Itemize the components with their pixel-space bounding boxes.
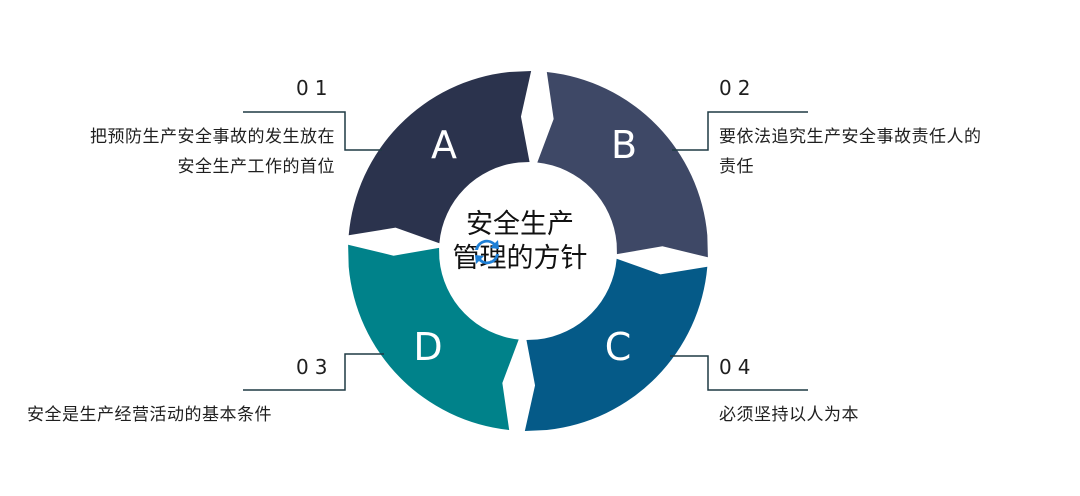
segment-letter-a: A	[431, 123, 457, 167]
item-number-03: 03	[296, 355, 334, 379]
center-title-line1: 安全生产	[466, 209, 574, 240]
segment-letter-c: C	[605, 325, 632, 369]
segment-c	[524, 258, 708, 431]
leader-line-03	[243, 353, 384, 391]
segment-d	[348, 244, 519, 431]
item-number-01: 01	[296, 76, 334, 100]
item-text-02-line2: 责任	[719, 157, 754, 177]
item-text-01: 把预防生产安全事故的发生放在 安全生产工作的首位	[90, 122, 335, 182]
item-number-04: 04	[719, 355, 757, 379]
center-title: 安全生产 管理的方针	[440, 208, 600, 276]
leader-lines	[243, 111, 808, 391]
segment-letter-d: D	[413, 325, 442, 369]
item-text-02-line1: 要依法追究生产安全事故责任人的	[719, 127, 982, 147]
center-title-line2: 管理的方针	[452, 243, 588, 274]
leader-line-04	[670, 355, 808, 391]
cycle-segments	[348, 71, 708, 431]
item-number-02: 02	[719, 76, 757, 100]
item-text-01-line2: 安全生产工作的首位	[177, 157, 335, 177]
item-text-02: 要依法追究生产安全事故责任人的 责任	[719, 122, 982, 182]
segment-a	[348, 71, 532, 244]
leader-line-01	[243, 111, 382, 151]
item-text-01-line1: 把预防生产安全事故的发生放在	[90, 127, 335, 147]
item-text-03: 安全是生产经营活动的基本条件	[27, 405, 272, 425]
leader-line-02	[672, 111, 808, 151]
refresh-icon	[475, 239, 499, 265]
item-text-04: 必须坚持以人为本	[719, 405, 859, 425]
segment-b	[537, 71, 708, 258]
segment-letter-b: B	[611, 123, 637, 167]
